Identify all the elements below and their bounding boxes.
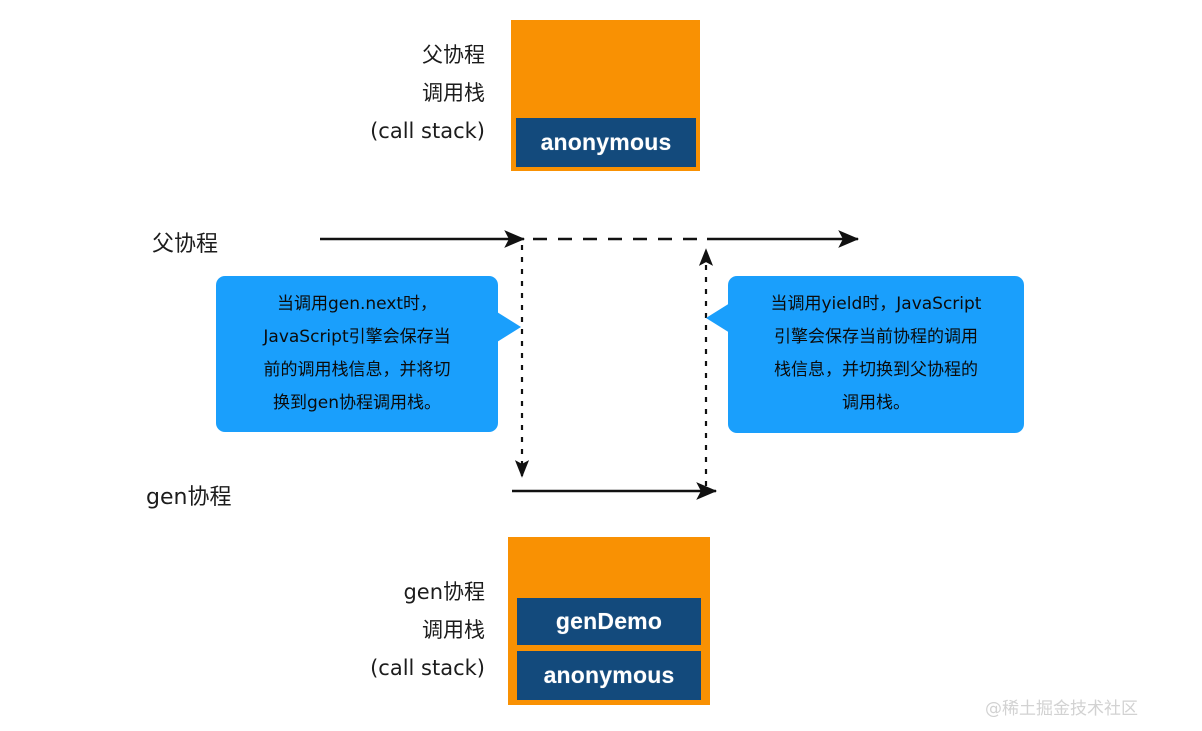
gen-stack-caption-line2: 调用栈 [422, 618, 485, 642]
gen-stack-frame-gendemo-label: genDemo [555, 608, 663, 634]
parent-call-stack-box: anonymous [511, 20, 700, 171]
yield-callout-line-1: 当调用yield时，JavaScript [770, 294, 982, 314]
gen-stack-caption-line1: gen协程 [403, 580, 485, 604]
yield-callout-line-2: 引擎会保存当前协程的调用 [774, 327, 978, 347]
gen-stack-caption: gen协程 调用栈 (call stack) [330, 573, 485, 687]
gen-stack-frame-anonymous-label: anonymous [543, 662, 675, 688]
yield-callout: 当调用yield时，JavaScript 引擎会保存当前协程的调用 栈信息，并切… [728, 276, 1024, 433]
gen-stack-caption-line3: (call stack) [370, 656, 485, 680]
parent-stack-caption-line2: 调用栈 [422, 81, 485, 105]
gen-call-stack-box: genDemo anonymous [508, 537, 710, 705]
parent-stack-caption-line1: 父协程 [422, 43, 485, 67]
gen-next-callout-line-3: 前的调用栈信息，并将切 [263, 360, 451, 380]
timeline-label-parent: 父协程 [152, 232, 219, 257]
parent-stack-frame-anonymous-label: anonymous [540, 129, 672, 155]
timeline-label-gen: gen协程 [146, 485, 232, 510]
gen-next-callout-line-4: 换到gen协程调用栈。 [272, 393, 442, 413]
parent-stack-frame-anonymous: anonymous [516, 118, 696, 167]
yield-callout-tail [706, 303, 730, 333]
gen-stack-frame-gendemo: genDemo [517, 598, 701, 645]
yield-callout-line-4: 调用栈。 [842, 393, 910, 413]
gen-next-callout-line-2: JavaScript引擎会保存当 [263, 327, 451, 347]
watermark: @稀土掘金技术社区 [985, 699, 1138, 719]
gen-next-callout: 当调用gen.next时， JavaScript引擎会保存当 前的调用栈信息，并… [216, 276, 498, 432]
parent-stack-caption: 父协程 调用栈 (call stack) [335, 36, 485, 150]
gen-stack-frame-anonymous: anonymous [517, 651, 701, 700]
parent-stack-caption-line3: (call stack) [370, 119, 485, 143]
gen-next-callout-line-1: 当调用gen.next时， [276, 294, 438, 314]
gen-next-callout-tail [497, 312, 521, 342]
yield-callout-line-3: 栈信息，并切换到父协程的 [774, 360, 978, 380]
